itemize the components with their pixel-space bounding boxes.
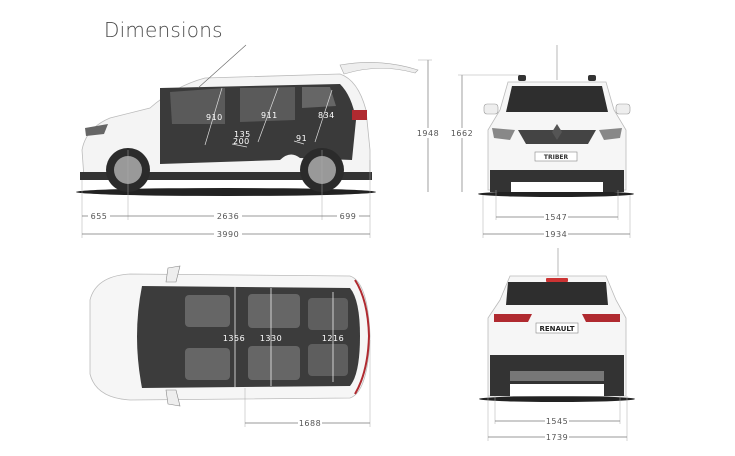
rear-badge-plate — [535, 322, 579, 334]
headroom-row1-label: 910 — [206, 113, 223, 122]
kneeroom-row2-bottom-label: 200 — [233, 137, 250, 146]
page-title: Dimensions — [104, 18, 223, 42]
rear-badge-text: RENAULT — [540, 325, 575, 333]
interior-length-label: 1688 — [299, 419, 321, 428]
overall-length-label: 3990 — [217, 230, 239, 239]
front-view-car — [478, 45, 634, 197]
headroom-row3-label: 834 — [318, 111, 335, 120]
shoulder-row1-label: 1356 — [223, 334, 245, 343]
side-tail-light — [352, 110, 367, 120]
rear-view-car — [479, 248, 635, 402]
height-tailgate-open-label: 1948 — [417, 129, 439, 138]
overall-height-label: 1662 — [451, 129, 473, 138]
top-view-car — [89, 265, 371, 407]
front-track-label: 1547 — [545, 213, 567, 222]
shoulder-row3-label: 1216 — [322, 334, 344, 343]
headroom-row2-label: 911 — [261, 111, 278, 120]
wheelbase-label: 2636 — [217, 212, 239, 221]
open-tailgate — [339, 62, 419, 75]
rear-track-label: 1545 — [546, 417, 568, 426]
kneeroom-row3-label: 91 — [296, 134, 307, 143]
front-badge-plate — [534, 151, 578, 162]
shoulder-row2-label: 1330 — [260, 334, 282, 343]
side-shadow — [76, 188, 376, 196]
front-badge-text: TRIBER — [544, 154, 569, 161]
rear-window — [506, 282, 608, 305]
overall-width-label: 1739 — [546, 433, 568, 442]
windshield — [506, 86, 608, 112]
side-view-car — [76, 44, 419, 196]
rear-overhang-label: 699 — [340, 212, 357, 221]
kneeroom-row2-top-label: 135 — [234, 130, 251, 139]
width-with-mirrors-label: 1934 — [545, 230, 567, 239]
front-overhang-label: 655 — [91, 212, 108, 221]
